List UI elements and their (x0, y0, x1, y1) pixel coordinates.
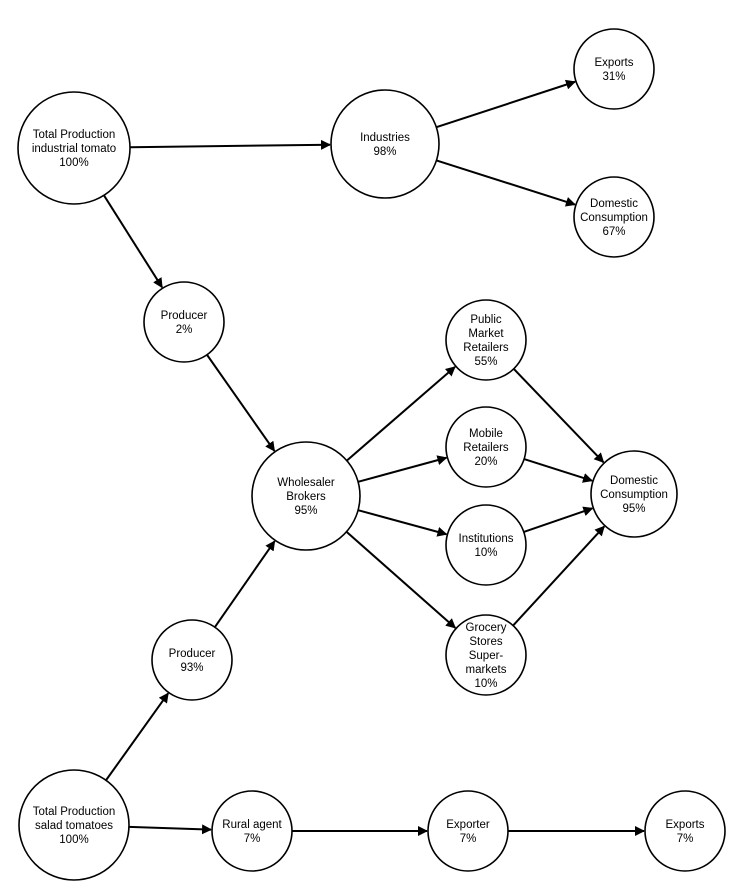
node-label-line: 100% (59, 834, 88, 846)
arrow-industries-to-exports-top (436, 79, 576, 129)
node-circle (251, 441, 361, 551)
node-total-industrial: Total Production industrial tomato 100% (17, 91, 131, 205)
arrow-wholesaler-to-institutions (357, 509, 448, 537)
node-label-line: Exports (595, 57, 634, 69)
arrow-total-salad-to-producer-93 (105, 692, 169, 781)
arrow-public-market-to-domestic-mid (512, 368, 605, 463)
node-circle (445, 614, 527, 696)
node-label-line: 98% (373, 146, 396, 158)
arrow-mobile-retailers-to-domestic-mid (523, 458, 594, 483)
node-circle (445, 504, 527, 586)
arrow-grocery-to-domestic-mid (512, 525, 605, 627)
node-label-line: 67% (602, 226, 625, 238)
node-circle (211, 790, 293, 872)
node-label-line: Domestic (590, 198, 638, 210)
node-label-line: Producer (169, 648, 216, 660)
node-rural-agent: Rural agent 7% (211, 790, 293, 872)
node-producer-93: Producer 93% (151, 619, 233, 701)
node-label-line: Exporter (446, 819, 490, 831)
node-circle (573, 176, 655, 258)
node-label-line: Rural agent (222, 819, 282, 831)
node-label-line: 55% (474, 356, 497, 368)
node-label-line: Market (468, 328, 504, 340)
node-label-line: Institutions (459, 533, 514, 545)
arrow-industries-to-domestic-top (436, 159, 576, 207)
node-label-line: Retailers (463, 442, 509, 454)
node-label-line: Consumption (580, 212, 648, 224)
node-label-line: Consumption (600, 489, 668, 501)
node-circle (573, 28, 655, 110)
node-industries: Industries 98% (330, 89, 440, 199)
node-label-line: 7% (677, 833, 694, 845)
node-circle (644, 790, 726, 872)
node-label-line: Total Production (33, 806, 115, 818)
node-label-line: 20% (474, 456, 497, 468)
node-label-line: 93% (180, 662, 203, 674)
node-total-salad: Total Production salad tomatoes 100% (18, 769, 130, 881)
arrow-wholesaler-to-public-market (346, 366, 456, 462)
nodes-layer: Total Production industrial tomato 100% Ind… (17, 28, 726, 881)
node-label-line: Industries (360, 132, 410, 144)
node-producer-2: Producer 2% (143, 281, 225, 363)
node-label-line: Domestic (610, 475, 658, 487)
node-circle (445, 406, 527, 488)
arrow-wholesaler-to-mobile-retailers (357, 455, 448, 483)
node-label-line: 95% (622, 503, 645, 515)
node-exporter: Exporter 7% (427, 790, 509, 872)
node-circle (330, 89, 440, 199)
node-label-line: Stores (469, 636, 502, 648)
node-label-line: Wholesaler (277, 477, 335, 489)
node-label-line: Total Production (33, 129, 115, 141)
node-label-line: Producer (161, 310, 208, 322)
node-label-line: industrial tomato (32, 143, 116, 155)
node-circle (427, 790, 509, 872)
arrow-total-industrial-to-industries (129, 139, 332, 150)
node-label-line: Brokers (286, 491, 326, 503)
node-label-line: 95% (294, 505, 317, 517)
node-label-line: 31% (602, 71, 625, 83)
node-label-line: Super- (469, 650, 504, 662)
node-label-line: Mobile (469, 428, 503, 440)
arrow-producer-2-to-wholesaler (206, 354, 276, 452)
node-circle (143, 281, 225, 363)
node-circle (18, 769, 130, 881)
node-label-line: Exports (666, 819, 705, 831)
arrow-total-industrial-to-producer-2 (103, 194, 163, 289)
node-label-line: 10% (474, 678, 497, 690)
node-label-line: 10% (474, 547, 497, 559)
node-institutions: Institutions 10% (445, 504, 527, 586)
node-exports-bottom: Exports 7% (644, 790, 726, 872)
node-label-line: Grocery (466, 622, 507, 634)
node-label-line: Public (470, 314, 502, 326)
node-exports-top: Exports 31% (573, 28, 655, 110)
node-circle (445, 299, 527, 381)
node-circle (151, 619, 233, 701)
node-label-line: 100% (59, 157, 88, 169)
arrow-total-salad-to-rural-agent (128, 824, 213, 835)
node-label-line: markets (466, 664, 507, 676)
node-label-line: 7% (460, 833, 477, 845)
node-label-line: salad tomatoes (35, 820, 113, 832)
arrow-producer-93-to-wholesaler (214, 540, 276, 628)
node-label-line: Retailers (463, 342, 509, 354)
node-circle (17, 91, 131, 205)
node-label-line: 7% (244, 833, 261, 845)
edges-layer (103, 79, 645, 836)
node-label-line: 2% (176, 324, 193, 336)
node-circle (590, 450, 678, 538)
arrow-institutions-to-domestic-mid (523, 506, 594, 533)
arrow-wholesaler-to-grocery (345, 531, 457, 629)
